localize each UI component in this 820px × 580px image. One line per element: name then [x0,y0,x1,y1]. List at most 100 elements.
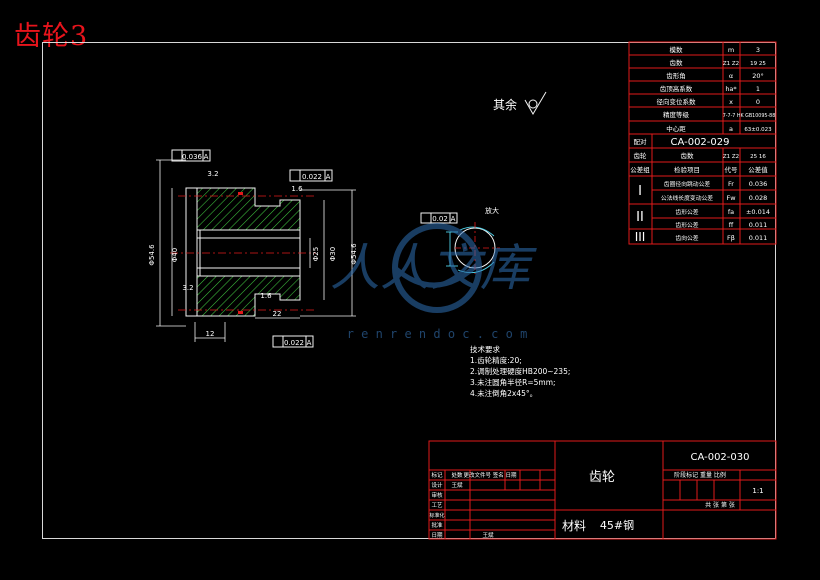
gear-teeth: Z1 Z2 [723,154,739,160]
param-name: 齿顶高系数 [660,84,693,93]
title-row-label: 批准 [431,521,443,529]
tech-req-item: 1.齿轮精度:20; [470,355,522,365]
hatched-section-upper [196,187,301,231]
header-code: 代号 [725,165,739,174]
gear-name: 齿数 [681,151,695,160]
tolerance-frame-bottom: 0.022 A [272,335,314,348]
param-symbol: Z1 Z2 [723,61,739,67]
pair-drawing-number: CA-002-029 [671,137,730,148]
tol-value: 0.036 [182,153,203,161]
param-name: 齿形角 [666,71,686,80]
datum-letter: A [307,339,312,347]
group-item-value: 0.028 [749,194,768,202]
group-item-value: ±0.014 [746,208,770,216]
roughness-value: 1.6 [260,292,272,300]
param-value: 7-7-7 HK GB10095-88 [723,113,776,119]
header-tolerance: 公差值 [748,165,768,174]
dim-length: 12 [206,330,215,338]
title-row-label: 标记 [431,471,443,479]
param-symbol: x [729,98,733,106]
group-item-code: Fβ [727,234,735,242]
tolerance-frame-top-right: 0.022 A [289,169,333,182]
dim-diameter: Φ54.6 [350,243,358,265]
watermark: 人人文库 r e n r e n d o c . c o m [330,223,537,341]
datum-letter: A [326,173,331,181]
param-symbol: α [729,72,733,80]
param-symbol: ha* [725,85,737,93]
title-row-label: 审核 [431,491,443,499]
title-row-value: 王斌 [451,481,463,489]
group-item-name: 公法线长度变动公差 [661,194,713,202]
part-name: 齿轮 [589,470,615,485]
param-name: 中心距 [666,124,686,133]
scale: 1:1 [752,487,763,495]
group-item-value: 0.036 [749,180,768,188]
sheet-labels: 共 张 第 张 [705,501,735,509]
dim-diameter: Φ30 [329,247,337,261]
header-item: 检验项目 [674,165,700,174]
group-item-code: Fw [726,194,736,202]
param-value: 20° [752,72,764,80]
drawing-number: CA-002-030 [691,452,750,463]
gear-teeth-values: 25 16 [750,154,766,160]
tol-value: 0.022 [284,339,304,347]
roughness-value: 3.2 [182,284,193,292]
group-item-name: 齿形公差 [675,221,698,229]
tolerance-frame-top-left: 0.036 A [171,149,211,162]
group-item-code: fa [728,208,734,216]
pair-label: 配对 [634,137,648,146]
material-value: 45#钢 [600,519,634,532]
hatched-section-lower [196,275,301,317]
param-name: 精度等级 [663,110,690,119]
param-name: 齿数 [670,58,684,67]
roughness-note: 其余 [493,91,547,115]
title-block [428,440,777,540]
group-roman: I [638,184,642,199]
group-item-value: 0.011 [749,221,768,229]
tech-req-item: 2.调制处理硬度HB200~235; [470,366,570,376]
dim-diameter: Φ40 [171,248,179,262]
group-item-name: 齿圈径向跳动公差 [664,180,711,188]
title-row-label: 日期 [431,532,443,539]
material-label: 材料 [562,519,586,533]
dim-diameter: Φ54.6 [148,244,156,266]
datum-letter: A [451,215,456,223]
param-name: 径向变位系数 [657,97,697,106]
title-row-label: 设计 [431,481,443,489]
watermark-text: 人人文库 [330,239,537,297]
tech-req-item: 4.未注倒角2x45°。 [470,388,537,398]
param-value: 0 [756,98,760,106]
title-block-text: CA-002-030 齿轮 材料 45#钢 1:1 阶段标记 重量 比例 共 张… [429,452,763,539]
watermark-url: r e n r e n d o c . c o m [347,327,528,341]
drawing-frame [42,42,776,539]
group-item-name: 齿形公差 [675,208,698,216]
dim-diameter: Φ25 [312,247,320,261]
technical-requirements: 技术要求 1.齿轮精度:20; 2.调制处理硬度HB200~235; 3.未注圆… [470,344,570,398]
param-symbol: a [729,125,733,133]
roughness-note-text: 其余 [493,97,517,112]
group-item-value: 0.011 [749,234,768,242]
header-group: 公差组 [630,165,650,174]
roughness-symbol-icon [524,91,547,115]
param-symbol: m [728,46,734,54]
roughness-value: 1.6 [291,185,303,193]
section-label: 放大 [485,206,499,215]
group-item-code: ff [729,221,734,229]
title-row-label: 标准化 [429,512,444,519]
param-value: 3 [756,46,760,54]
roughness-value: 3.2 [207,170,218,178]
param-name: 模数 [670,45,684,54]
bottom-value: 王斌 [482,531,494,539]
title-row-value: 处数 [451,471,463,479]
group-item-code: Fr [728,180,734,188]
param-value: 63±0.023 [744,127,772,133]
tech-req-item: 3.未注圆角半径R=5mm; [470,377,556,387]
parameter-table [628,41,777,245]
rows-mid: 更改文件号 签名 日期 [464,471,517,479]
group-roman: III [635,230,646,244]
tolerance-frame-center: 0.02 A [420,212,458,224]
dimension-labels: Φ54.6 Φ40 Φ25 Φ30 Φ54.6 12 22 3.2 1.6 3.… [148,170,358,338]
dim-length: 22 [273,310,282,318]
stage-labels: 阶段标记 重量 比例 [674,471,726,479]
